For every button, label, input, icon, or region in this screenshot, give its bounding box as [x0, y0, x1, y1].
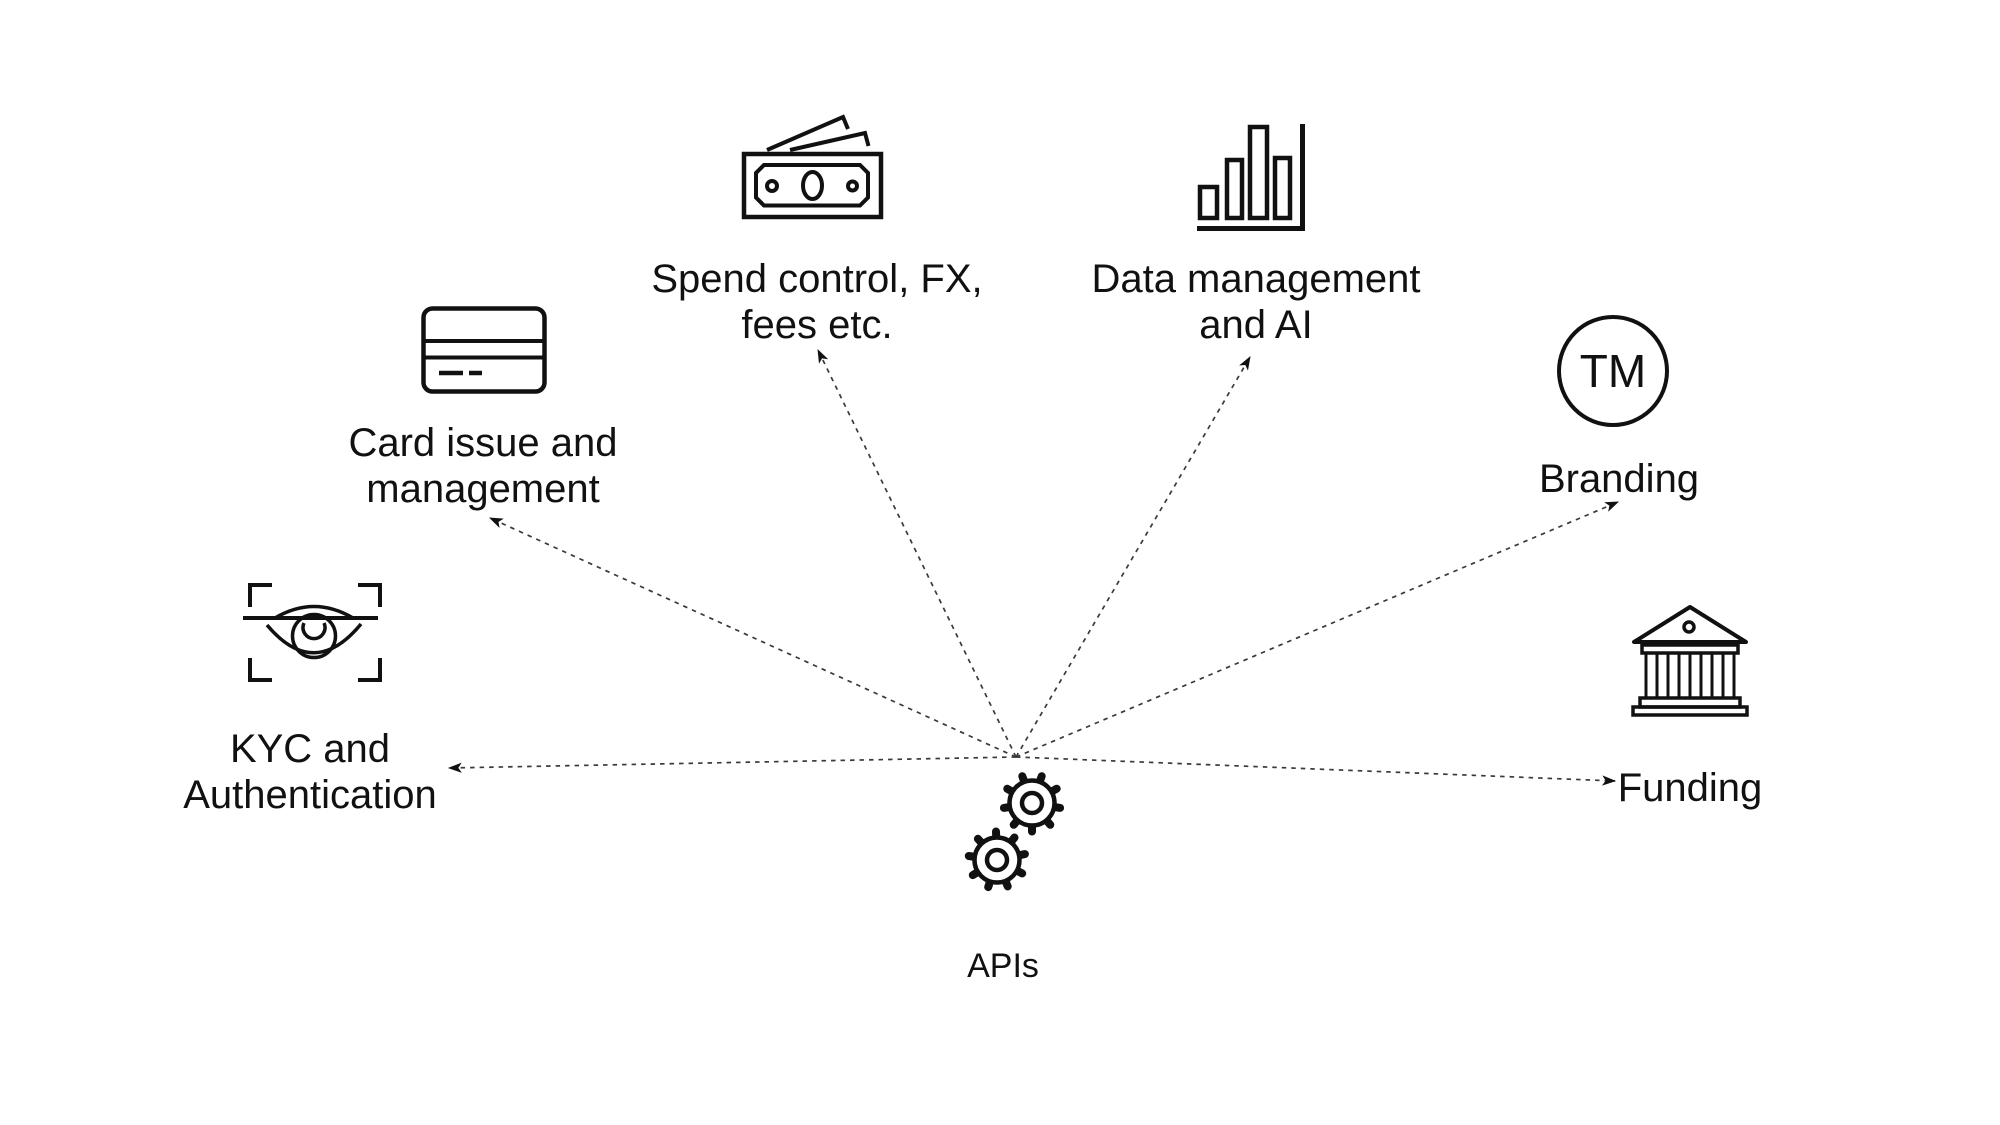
- credit-card-icon: [421, 306, 547, 394]
- funding-label: Funding: [1618, 765, 1763, 811]
- spend-control-label: Spend control, FX, fees etc.: [651, 256, 982, 348]
- trademark-circle-icon: TM: [1557, 315, 1669, 427]
- arrow-to-funding: [1015, 756, 1617, 786]
- bank-building-icon: [1631, 605, 1749, 717]
- arrow-to-data-management: [1015, 355, 1251, 758]
- card-issue-label: Card issue and management: [348, 420, 617, 512]
- data-management-label-line1: Data management: [1091, 257, 1421, 301]
- card-issue-label-line2: management: [366, 467, 600, 511]
- arrow-to-card-issue: [488, 517, 1017, 758]
- money-banknotes-icon: [741, 114, 884, 220]
- kyc-label: KYC and Authentication: [183, 726, 437, 818]
- spend-control-label-line2: fees etc.: [741, 303, 893, 347]
- trademark-text: TM: [1580, 345, 1646, 397]
- branding-label: Branding: [1539, 456, 1699, 502]
- kyc-label-line1: KYC and: [229, 727, 391, 771]
- arrow-to-spend-control: [817, 348, 1017, 758]
- branding-label-line1: Branding: [1538, 457, 1700, 501]
- data-management-label: Data management and AI: [1091, 256, 1420, 348]
- gear-icon: [964, 827, 1029, 892]
- kyc-label-line2: Authentication: [183, 773, 437, 817]
- bar-chart-icon: [1197, 124, 1305, 231]
- card-issue-label-line1: Card issue and: [348, 421, 618, 465]
- spend-control-label-line1: Spend control, FX,: [651, 257, 983, 301]
- apis-label: APIs: [967, 946, 1039, 986]
- arrow-to-branding: [1015, 501, 1620, 758]
- apis-label-line1: APIs: [967, 947, 1039, 985]
- funding-label-line1: Funding: [1617, 766, 1763, 810]
- gear-icon: [999, 772, 1065, 836]
- eye-scan-icon: [243, 583, 382, 682]
- data-management-label-line2: and AI: [1199, 303, 1313, 347]
- arrow-to-kyc: [447, 756, 1017, 773]
- gears-icon: [964, 772, 1065, 892]
